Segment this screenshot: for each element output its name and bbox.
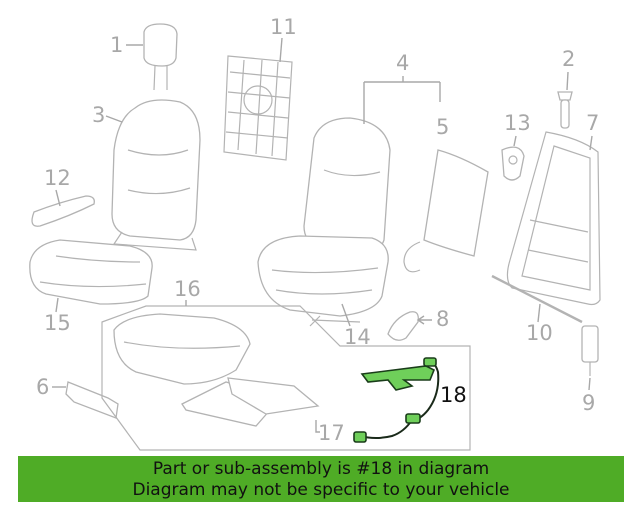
callout-14[interactable]: 14 <box>344 325 371 349</box>
banner-line-disclaimer: Diagram may not be specific to your vehi… <box>132 480 510 500</box>
harness-connector-end <box>353 431 367 443</box>
callout-13[interactable]: 13 <box>504 111 531 135</box>
callout-18-highlighted[interactable]: 18 <box>440 383 467 407</box>
bolt-part <box>557 91 573 129</box>
clip-part <box>65 381 119 419</box>
callout-10[interactable]: 10 <box>526 321 553 345</box>
callout-4[interactable]: 4 <box>396 51 409 75</box>
seat-assembly-part <box>257 117 391 327</box>
harness-connector-top <box>423 357 437 367</box>
headrest-part <box>143 23 178 91</box>
sub-assembly-16-outline <box>101 305 471 451</box>
seat-back-suspension-part <box>223 55 293 161</box>
callout-3[interactable]: 3 <box>92 103 105 127</box>
callout-2[interactable]: 2 <box>562 47 575 71</box>
callout-5[interactable]: 5 <box>436 115 449 139</box>
seat-cushion-cover-part <box>29 239 153 305</box>
trim-panel-part <box>31 195 95 227</box>
callout-1[interactable]: 1 <box>110 33 123 57</box>
callout-6[interactable]: 6 <box>36 375 49 399</box>
buckle-part <box>581 325 599 376</box>
callout-8[interactable]: 8 <box>436 307 449 331</box>
harness-connector-mid <box>405 413 421 424</box>
banner-line-part: Part or sub-assembly is #18 in diagram <box>152 459 490 479</box>
harness-mounting-bracket <box>360 365 436 391</box>
callout-11[interactable]: 11 <box>270 15 297 39</box>
callout-15[interactable]: 15 <box>44 311 71 335</box>
rod-part <box>491 274 583 324</box>
bracket-part <box>501 146 525 181</box>
info-banner: Part or sub-assembly is #18 in diagram D… <box>18 456 624 502</box>
wiring-harness-part-18 <box>353 357 440 443</box>
lever-part <box>387 311 419 341</box>
back-panel-part <box>403 149 489 273</box>
callout-17[interactable]: 17 <box>318 421 345 445</box>
callout-7[interactable]: 7 <box>586 111 599 135</box>
seat-frame-part <box>506 131 601 306</box>
callout-12[interactable]: 12 <box>44 166 71 190</box>
callout-9[interactable]: 9 <box>582 391 595 415</box>
seat-back-cover-part <box>111 99 201 251</box>
callout-16[interactable]: 16 <box>174 277 201 301</box>
parts-diagram: 1 3 11 12 15 4 14 <box>29 15 601 451</box>
